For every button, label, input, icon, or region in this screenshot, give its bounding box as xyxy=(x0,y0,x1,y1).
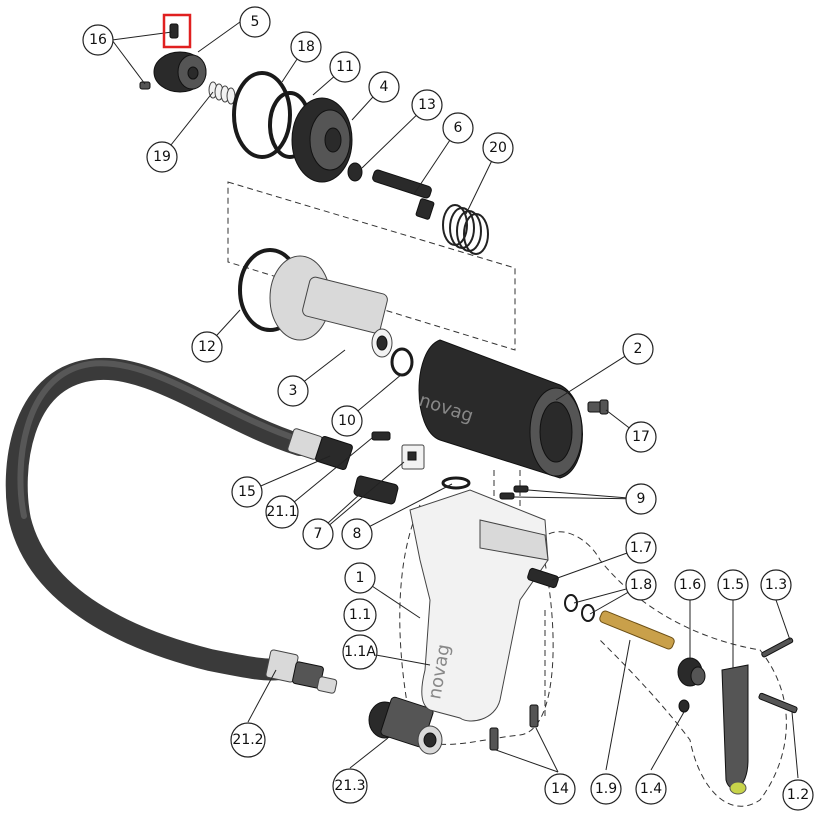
svg-text:18: 18 xyxy=(297,39,315,55)
callout-21-3: 21.3 xyxy=(332,768,368,804)
svg-text:1.1: 1.1 xyxy=(349,607,371,623)
trigger-1-5 xyxy=(721,664,749,795)
svg-text:5: 5 xyxy=(251,14,260,30)
o-ring-10 xyxy=(390,347,414,377)
svg-text:1.8: 1.8 xyxy=(630,577,652,593)
callout-20: 20 xyxy=(482,132,514,164)
block-7 xyxy=(401,444,425,470)
svg-text:20: 20 xyxy=(489,140,507,156)
callout-21-1: 21.1 xyxy=(265,495,299,529)
svg-text:1.4: 1.4 xyxy=(640,781,662,797)
seal-8 xyxy=(441,476,471,490)
callout-19: 19 xyxy=(146,141,178,173)
callout-2: 2 xyxy=(622,333,654,365)
svg-text:1.7: 1.7 xyxy=(630,540,652,556)
svg-text:7: 7 xyxy=(314,526,323,542)
callout-1-5: 1.5 xyxy=(717,569,749,601)
svg-text:17: 17 xyxy=(632,429,650,445)
washer-1-8b xyxy=(581,604,595,622)
callout-1-3: 1.3 xyxy=(760,569,792,601)
callout-15: 15 xyxy=(231,476,263,508)
part-1-4 xyxy=(678,699,690,713)
svg-text:11: 11 xyxy=(336,59,354,75)
callout-16: 16 xyxy=(82,24,114,56)
screw-17 xyxy=(587,399,609,415)
screw-1-3 xyxy=(761,637,794,658)
svg-text:6: 6 xyxy=(454,120,463,136)
washer-1-8a xyxy=(564,594,578,612)
spring-19 xyxy=(208,81,236,105)
gun-body-1: novag xyxy=(409,489,549,722)
rod-6 xyxy=(372,169,435,220)
hose-assembly xyxy=(5,357,353,694)
svg-text:1.9: 1.9 xyxy=(595,781,617,797)
svg-text:15: 15 xyxy=(238,484,256,500)
shaft-3 xyxy=(238,248,393,358)
svg-text:21.1: 21.1 xyxy=(266,504,297,520)
svg-text:4: 4 xyxy=(380,79,389,95)
svg-text:3: 3 xyxy=(289,383,298,399)
callout-21-2: 21.2 xyxy=(230,722,266,758)
callout-13: 13 xyxy=(411,89,443,121)
svg-text:14: 14 xyxy=(551,781,569,797)
nut-1-6 xyxy=(677,657,706,687)
svg-text:1.5: 1.5 xyxy=(722,577,744,593)
spring-20 xyxy=(442,204,489,255)
part-5-cap xyxy=(139,23,207,93)
callout-17: 17 xyxy=(625,421,657,453)
svg-text:21.2: 21.2 xyxy=(232,732,263,748)
svg-text:8: 8 xyxy=(353,526,362,542)
highlight-box xyxy=(162,13,192,49)
callout-18: 18 xyxy=(290,31,322,63)
part-13 xyxy=(347,162,363,182)
svg-text:12: 12 xyxy=(198,339,216,355)
callout-9: 9 xyxy=(625,483,657,515)
svg-text:9: 9 xyxy=(637,491,646,507)
svg-text:21.3: 21.3 xyxy=(334,778,365,794)
pin-9a xyxy=(513,485,529,493)
callout-1-1A: 1.1A xyxy=(342,634,378,670)
svg-text:1.3: 1.3 xyxy=(765,577,787,593)
callout-1-4: 1.4 xyxy=(635,773,667,805)
callout-7: 7 xyxy=(302,518,334,550)
housing-2: novag xyxy=(416,339,583,479)
callout-1-9: 1.9 xyxy=(590,773,622,805)
screw-1-2 xyxy=(758,692,798,714)
callout-11: 11 xyxy=(329,51,361,83)
svg-text:1.6: 1.6 xyxy=(679,577,701,593)
pin-9b xyxy=(499,492,515,500)
svg-text:1.1A: 1.1A xyxy=(344,644,376,660)
callout-4: 4 xyxy=(368,71,400,103)
callout-1-6: 1.6 xyxy=(674,569,706,601)
callout-10: 10 xyxy=(331,405,363,437)
leader-lines xyxy=(111,21,799,779)
svg-text:1.2: 1.2 xyxy=(787,787,809,803)
screws-14 xyxy=(489,704,539,751)
svg-text:19: 19 xyxy=(153,149,171,165)
callout-1: 1 xyxy=(344,562,376,594)
callout-12: 12 xyxy=(191,331,223,363)
callout-1-1: 1.1 xyxy=(343,598,377,632)
svg-text:1: 1 xyxy=(356,570,365,586)
spring-1-7 xyxy=(527,567,559,589)
callout-3: 3 xyxy=(277,375,309,407)
fitting-21-1 xyxy=(353,475,399,505)
svg-text:13: 13 xyxy=(418,97,436,113)
callout-6: 6 xyxy=(442,112,474,144)
svg-text:2: 2 xyxy=(634,341,643,357)
callout-1-8: 1.8 xyxy=(625,569,657,601)
piston-4 xyxy=(291,97,353,183)
callout-1-2: 1.2 xyxy=(782,779,814,811)
callouts: 16 5 18 11 4 13 6 20 19 12 3 10 2 17 15 … xyxy=(82,6,814,811)
coupling-21-3 xyxy=(368,696,443,755)
screw-15 xyxy=(371,431,391,441)
callout-5: 5 xyxy=(239,6,271,38)
svg-text:16: 16 xyxy=(89,32,107,48)
callout-8: 8 xyxy=(341,518,373,550)
svg-text:10: 10 xyxy=(338,413,356,429)
callout-14: 14 xyxy=(544,773,576,805)
callout-1-7: 1.7 xyxy=(625,532,657,564)
needle-1-9 xyxy=(599,610,675,650)
